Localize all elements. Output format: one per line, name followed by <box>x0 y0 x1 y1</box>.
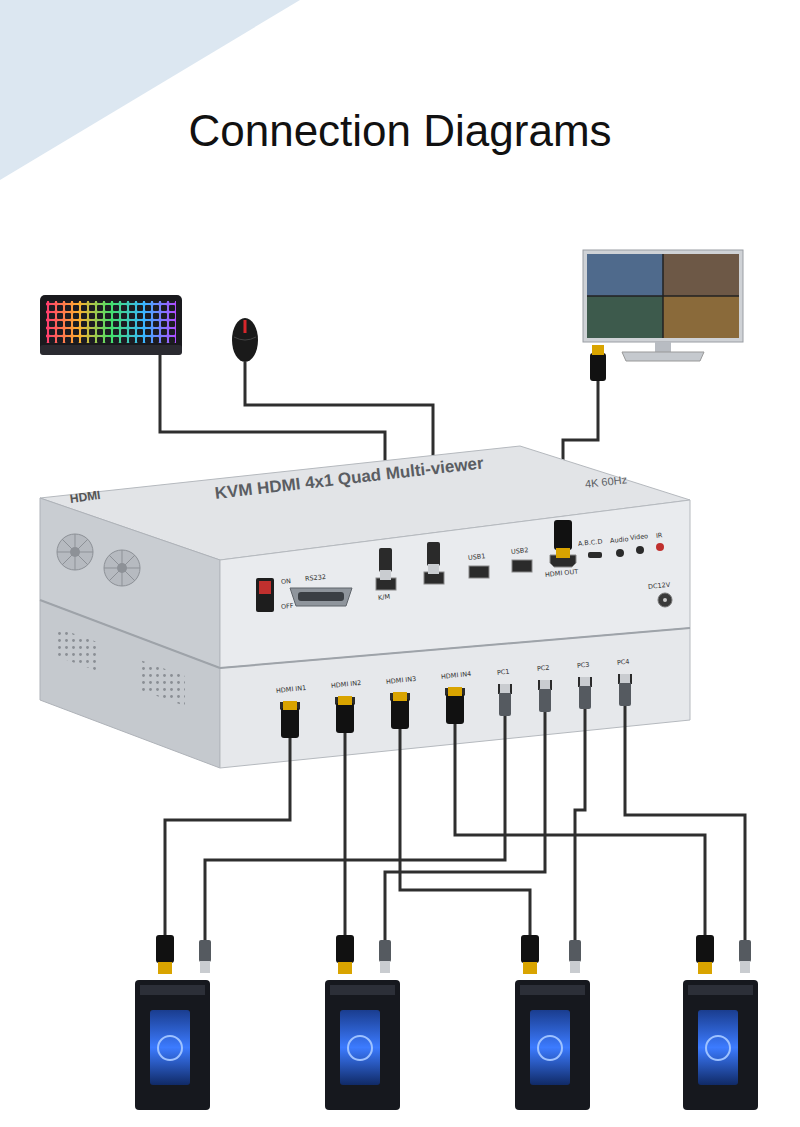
port-label: OFF <box>281 602 294 611</box>
kvm-device <box>40 446 690 768</box>
port-label: ON <box>281 577 292 586</box>
cables <box>165 705 745 940</box>
port-label: PC4 <box>617 658 630 667</box>
port-label: IR <box>656 531 663 540</box>
hdmi-plug <box>554 520 572 558</box>
hdmi-plug <box>281 687 464 738</box>
pc-tower <box>135 980 210 1110</box>
pc-tower <box>683 980 758 1110</box>
pc-tower <box>515 980 590 1110</box>
keyboard <box>40 295 182 355</box>
title: Connection Diagrams <box>0 106 800 156</box>
brand-logo: HDMI <box>69 488 101 506</box>
hdmi-plug <box>156 935 714 974</box>
product-name: KVM HDMI 4x1 Quad Multi-viewer <box>214 453 485 503</box>
port-label: K/M <box>378 593 391 602</box>
mouse <box>232 318 258 362</box>
hdmi-plug <box>590 345 606 381</box>
port-label: PC3 <box>577 661 590 670</box>
monitor <box>583 250 743 361</box>
usb-plug <box>199 940 751 973</box>
pc-tower <box>325 980 400 1110</box>
usb-plug <box>379 542 440 580</box>
resolution-label: 4K 60Hz <box>584 473 627 490</box>
usb-plug <box>499 674 631 716</box>
port-label: PC1 <box>497 668 510 677</box>
kvm-device: HDMI KVM HDMI 4x1 Quad Multi-viewer 4K 60H… <box>40 440 690 770</box>
port-label: PC2 <box>537 664 550 673</box>
